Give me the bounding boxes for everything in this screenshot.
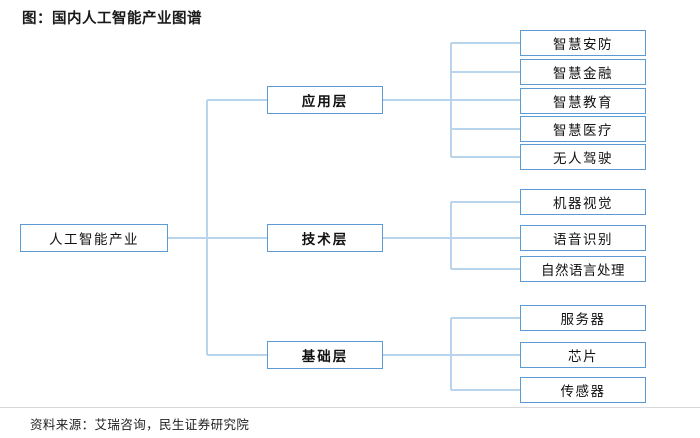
source-note: 资料来源：艾瑞咨询，民生证券研究院 (30, 418, 250, 432)
footer-divider (0, 407, 700, 408)
node-branch-base-layer[interactable]: 基础层 (267, 341, 383, 369)
node-branch-application-layer[interactable]: 应用层 (267, 86, 383, 114)
node-leaf-natural-language-processing[interactable]: 自然语言处理 (520, 256, 646, 282)
node-leaf-smart-finance[interactable]: 智慧金融 (520, 59, 646, 85)
node-leaf-server[interactable]: 服务器 (520, 305, 646, 331)
node-leaf-autonomous-driving[interactable]: 无人驾驶 (520, 144, 646, 170)
node-branch-technology-layer[interactable]: 技术层 (267, 224, 383, 252)
node-leaf-smart-education[interactable]: 智慧教育 (520, 88, 646, 114)
node-leaf-sensor[interactable]: 传感器 (520, 377, 646, 403)
node-leaf-smart-security[interactable]: 智慧安防 (520, 30, 646, 56)
node-leaf-chip[interactable]: 芯片 (520, 342, 646, 368)
node-leaf-speech-recognition[interactable]: 语音识别 (520, 225, 646, 251)
node-leaf-smart-healthcare[interactable]: 智慧医疗 (520, 116, 646, 142)
node-root[interactable]: 人工智能产业 (20, 224, 168, 252)
page-title: 图：国内人工智能产业图谱 (22, 11, 202, 27)
node-leaf-machine-vision[interactable]: 机器视觉 (520, 189, 646, 215)
